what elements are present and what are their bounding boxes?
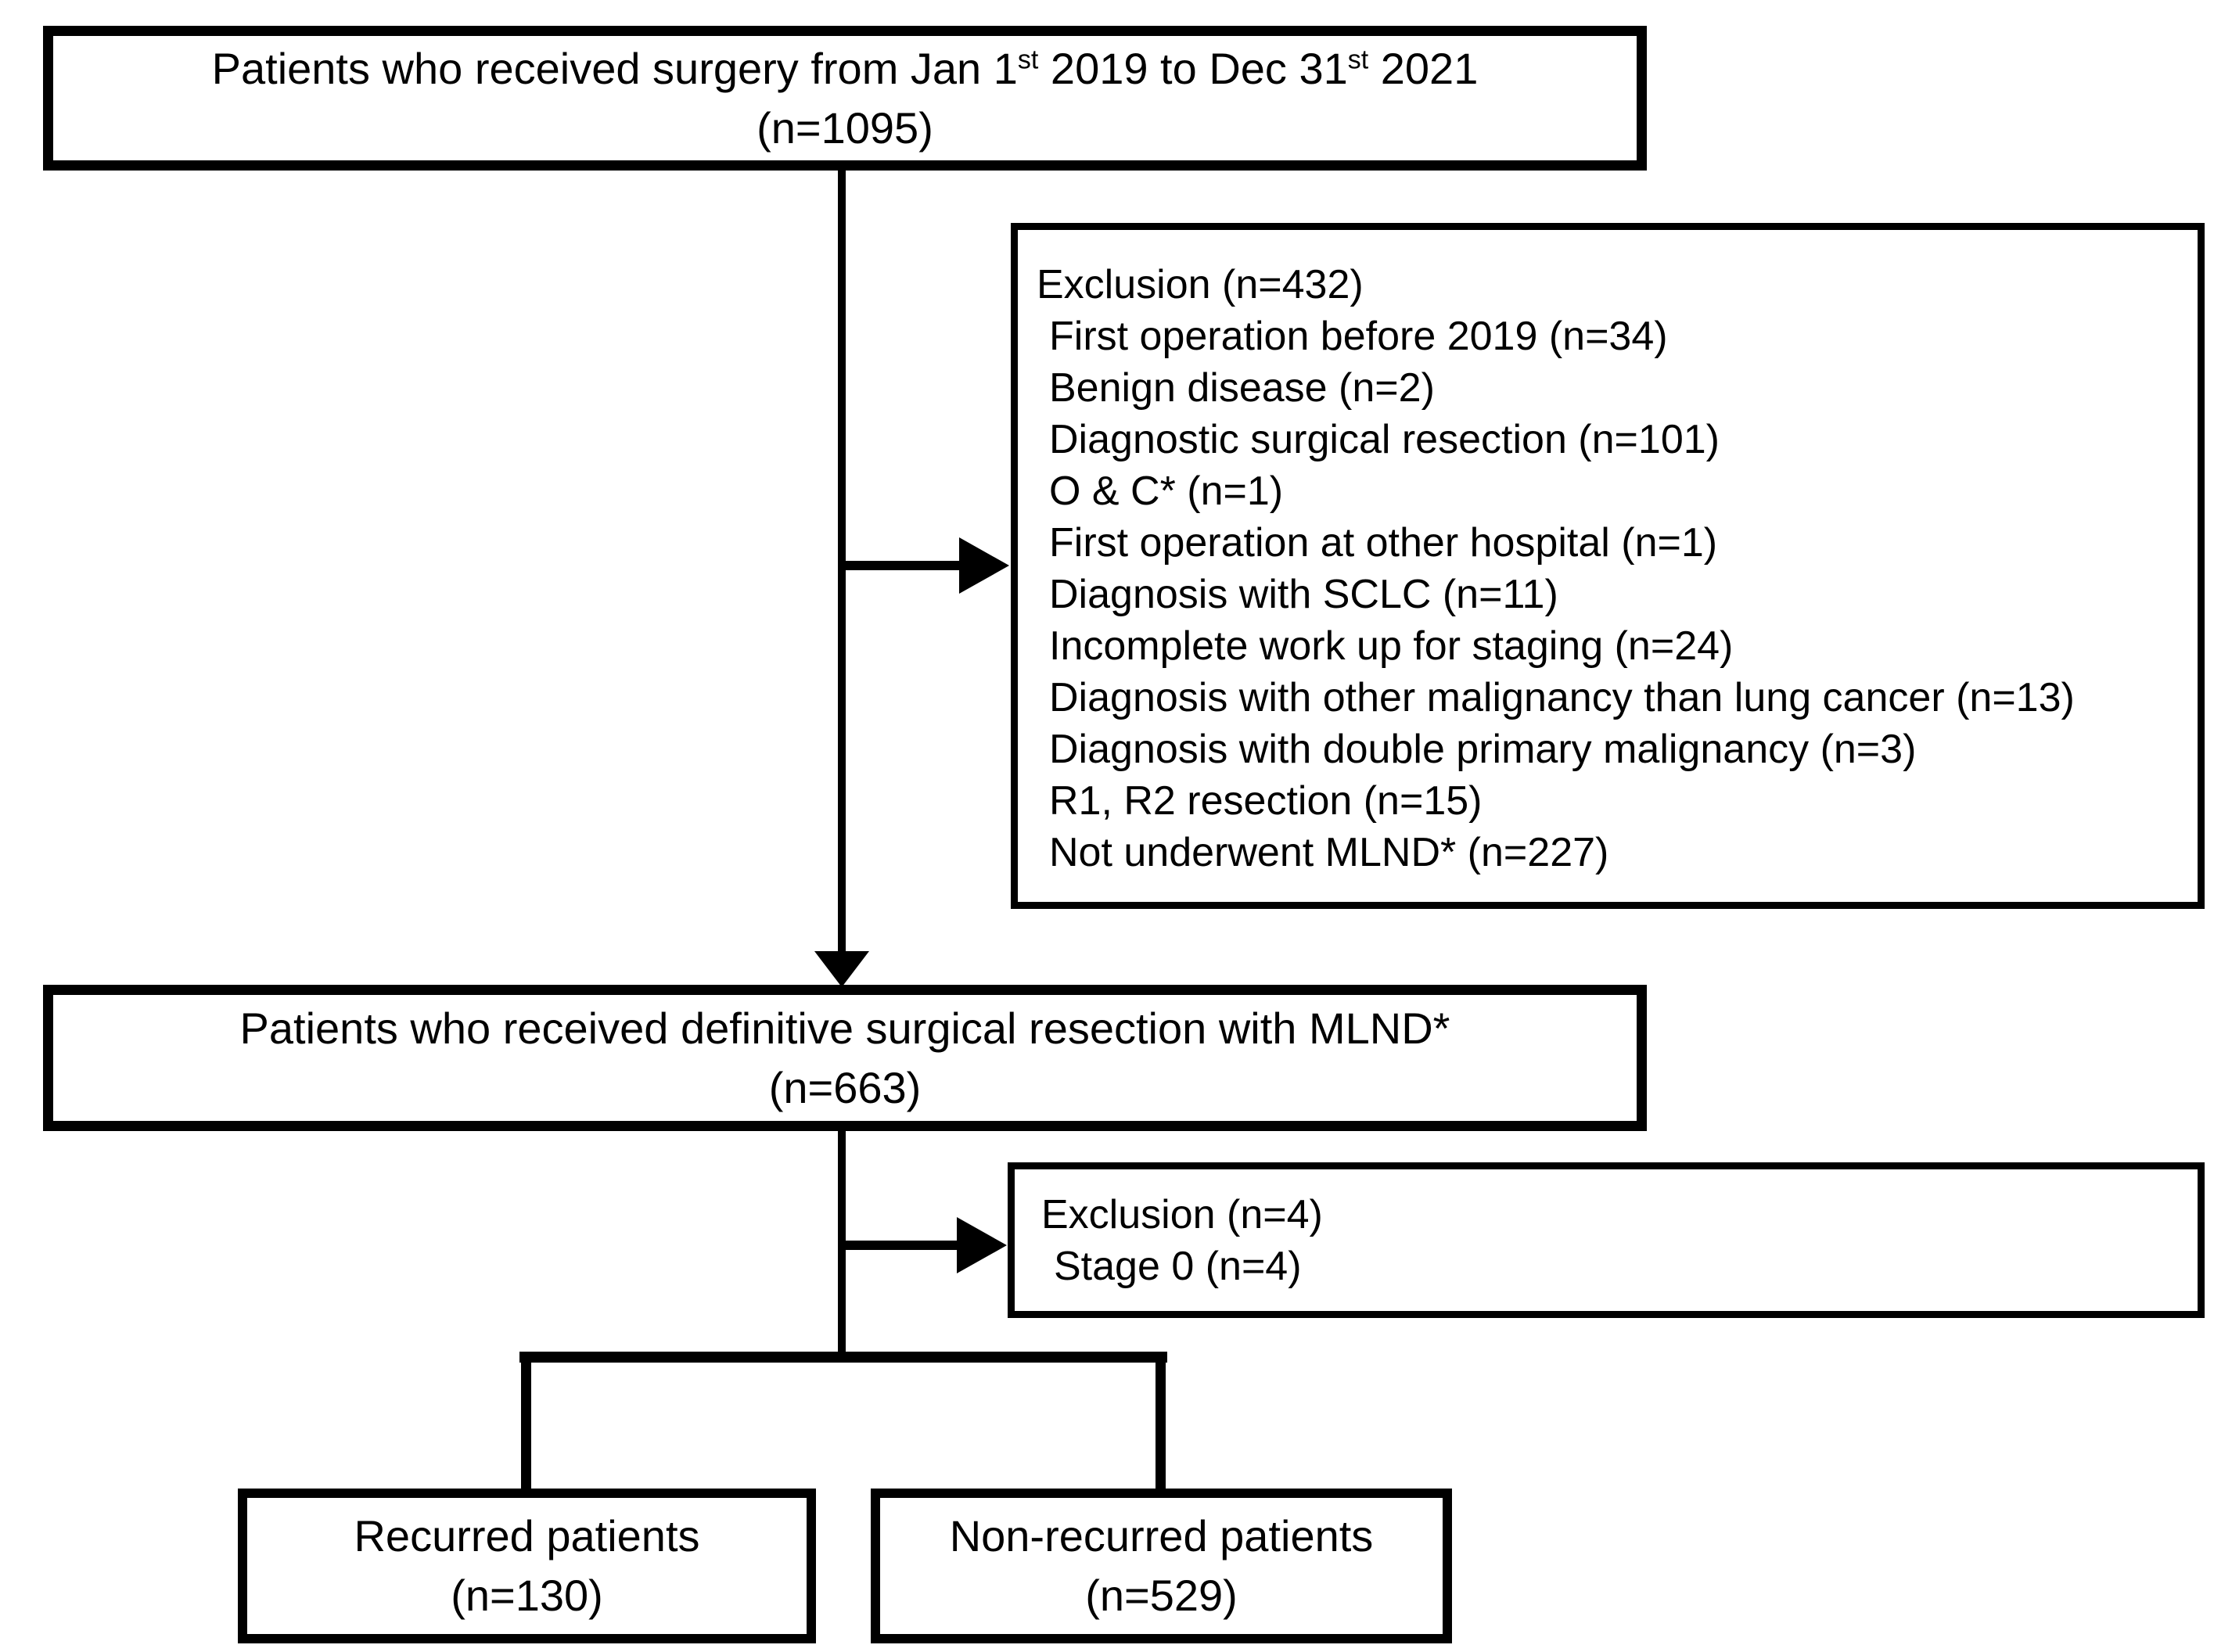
exclusion-1-item: O & C* (n=1) — [1049, 468, 1284, 514]
branch-line-right — [1156, 1352, 1166, 1489]
exclusion-1-item: Diagnosis with SCLC (n=11) — [1049, 571, 1558, 617]
exclusion-1-item: Diagnostic surgical resection (n=101) — [1049, 416, 1720, 462]
connector-to-exclusion-2 — [842, 1241, 961, 1250]
connector-to-exclusion-1 — [842, 561, 964, 570]
exclusion-box-2: Exclusion (n=4) Stage 0 (n=4) — [1008, 1162, 2205, 1318]
exclusion-2-title: Exclusion (n=4) — [1041, 1191, 1323, 1237]
middle-box-definitive-resection: Patients who received definitive surgica… — [43, 985, 1647, 1131]
recurred-patients-box: Recurred patients (n=130) — [238, 1489, 816, 1643]
branch-line-left — [521, 1352, 531, 1489]
non-recurred-count: (n=529) — [1085, 1571, 1238, 1620]
split-bar — [519, 1352, 1167, 1363]
exclusion-box-1: Exclusion (n=432) First operation before… — [1011, 223, 2205, 909]
exclusion-1-item: Incomplete work up for staging (n=24) — [1049, 623, 1734, 669]
arrow-right-head-icon — [959, 537, 1009, 594]
recurred-count: (n=130) — [451, 1571, 603, 1620]
superscript-st: st — [1017, 44, 1039, 74]
exclusion-1-item: First operation before 2019 (n=34) — [1049, 313, 1668, 359]
middle-box-count: (n=663) — [768, 1062, 922, 1112]
exclusion-1-title: Exclusion (n=432) — [1037, 261, 1364, 307]
exclusion-1-item: Diagnosis with double primary malignancy… — [1049, 726, 1917, 772]
top-box-title: Patients who received surgery from Jan 1… — [212, 39, 1479, 99]
exclusion-1-item: Diagnosis with other malignancy than lun… — [1049, 674, 2075, 720]
exclusion-1-item: Benign disease (n=2) — [1049, 365, 1435, 411]
non-recurred-patients-box: Non-recurred patients (n=529) — [871, 1489, 1452, 1643]
exclusion-1-item: Not underwent MLND* (n=227) — [1049, 829, 1609, 875]
arrow-down-head-icon — [814, 951, 869, 987]
top-box-title-part: 2019 to Dec 31 — [1038, 43, 1348, 93]
arrow-right-head-icon — [957, 1217, 1007, 1273]
top-box-patients-surgery: Patients who received surgery from Jan 1… — [43, 26, 1647, 171]
exclusion-2-item: Stage 0 (n=4) — [1054, 1243, 1302, 1289]
middle-box-title: Patients who received definitive surgica… — [239, 1003, 1450, 1053]
recurred-label: Recurred patients — [354, 1511, 700, 1560]
top-box-count: (n=1095) — [757, 102, 933, 153]
exclusion-1-item: First operation at other hospital (n=1) — [1049, 519, 1718, 566]
non-recurred-label: Non-recurred patients — [949, 1511, 1374, 1560]
superscript-st: st — [1347, 44, 1369, 74]
top-box-title-part: 2021 — [1368, 43, 1479, 93]
exclusion-1-item: R1, R2 resection (n=15) — [1049, 778, 1483, 824]
top-box-title-part: Patients who received surgery from Jan 1 — [211, 43, 1018, 93]
